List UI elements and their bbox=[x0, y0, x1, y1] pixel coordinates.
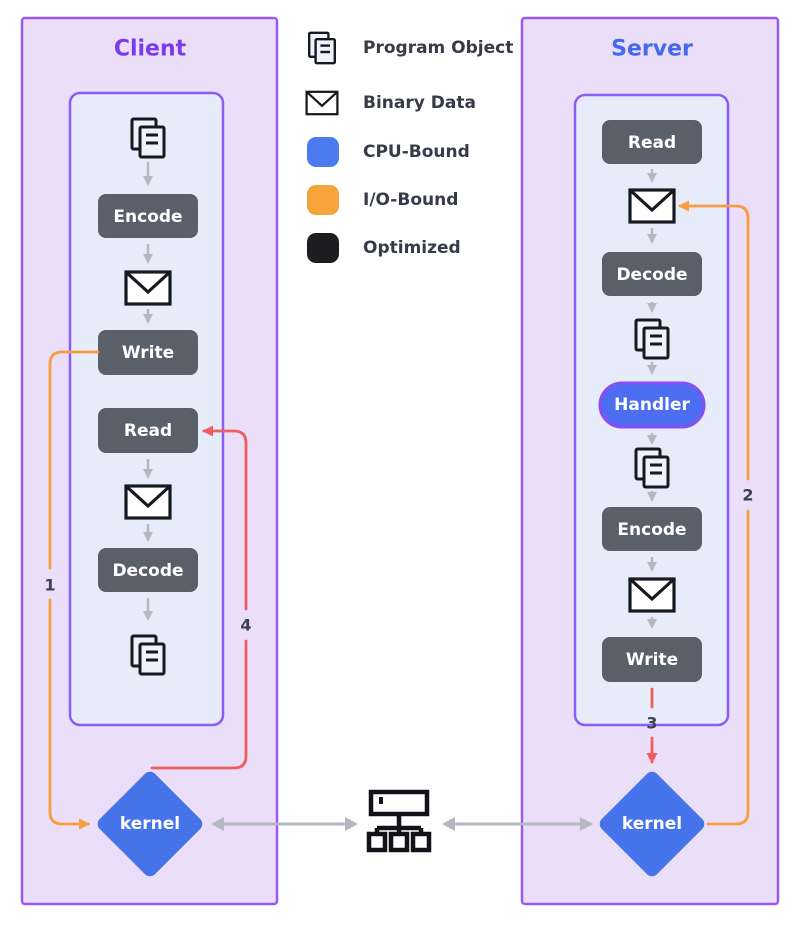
client-step-read: Read bbox=[98, 408, 198, 453]
binary-data-icon bbox=[628, 188, 676, 224]
server-step-decode: Decode bbox=[602, 252, 702, 296]
server-kernel-diamond bbox=[599, 771, 705, 877]
server-read-label: Read bbox=[628, 133, 676, 153]
server-step-handler: Handler bbox=[598, 381, 706, 429]
server-kernel-label: kernel bbox=[622, 814, 682, 834]
legend-label-optimized: Optimized bbox=[363, 238, 461, 258]
legend-label-binary-data: Binary Data bbox=[363, 93, 476, 113]
sequence-label-2: 2 bbox=[742, 486, 753, 505]
binary-data-icon bbox=[305, 90, 339, 116]
red-path-kernel-to-read bbox=[150, 639, 248, 770]
server-panel-title: Server bbox=[611, 37, 693, 62]
legend-label-io-bound: I/O-Bound bbox=[363, 190, 458, 210]
io-path-kernel-to-data-arrow bbox=[678, 200, 750, 481]
red-path-kernel-to-read-arrow bbox=[202, 425, 248, 611]
server-step-read: Read bbox=[602, 120, 702, 164]
client-kernel-label: kernel bbox=[120, 814, 180, 834]
handler-pill bbox=[598, 381, 706, 429]
client-panel: Client Encode Write Read Decode bbox=[20, 16, 279, 906]
client-step-write: Write bbox=[98, 330, 198, 375]
client-kernel-node: kernel bbox=[97, 771, 203, 877]
sequence-label-3: 3 bbox=[646, 714, 657, 733]
network-icon bbox=[366, 789, 432, 853]
legend: Program Object Binary Data CPU-Bound I/O… bbox=[305, 31, 513, 263]
server-encode-label: Encode bbox=[617, 520, 686, 540]
binary-data-icon bbox=[124, 270, 172, 306]
server-panel: Server Read Decode Handler Encode bbox=[520, 16, 780, 906]
io-bound-swatch bbox=[307, 185, 339, 215]
client-encode-label: Encode bbox=[113, 207, 182, 227]
legend-label-cpu-bound: CPU-Bound bbox=[363, 142, 470, 162]
legend-label-program-object: Program Object bbox=[363, 38, 513, 58]
sequence-label-1: 1 bbox=[44, 576, 55, 595]
client-panel-title: Client bbox=[114, 37, 187, 62]
binary-data-icon bbox=[124, 484, 172, 520]
sequence-label-4: 4 bbox=[240, 616, 251, 635]
client-decode-label: Decode bbox=[112, 561, 183, 581]
server-write-label: Write bbox=[626, 650, 678, 670]
server-handler-label: Handler bbox=[614, 395, 690, 415]
server-decode-label: Decode bbox=[616, 265, 687, 285]
io-path-write-to-kernel bbox=[48, 350, 100, 570]
client-read-label: Read bbox=[124, 421, 172, 441]
cpu-bound-swatch bbox=[307, 137, 339, 167]
io-path-write-to-kernel-arrow bbox=[48, 598, 90, 830]
server-step-encode: Encode bbox=[602, 507, 702, 551]
server-kernel-node: kernel bbox=[599, 771, 705, 877]
binary-data-icon bbox=[628, 577, 676, 613]
client-step-decode: Decode bbox=[98, 548, 198, 592]
client-write-label: Write bbox=[122, 343, 174, 363]
client-kernel-diamond bbox=[97, 771, 203, 877]
client-step-encode: Encode bbox=[98, 194, 198, 238]
optimized-swatch bbox=[307, 233, 339, 263]
io-path-kernel-to-data bbox=[706, 509, 750, 826]
server-step-write: Write bbox=[602, 637, 702, 682]
